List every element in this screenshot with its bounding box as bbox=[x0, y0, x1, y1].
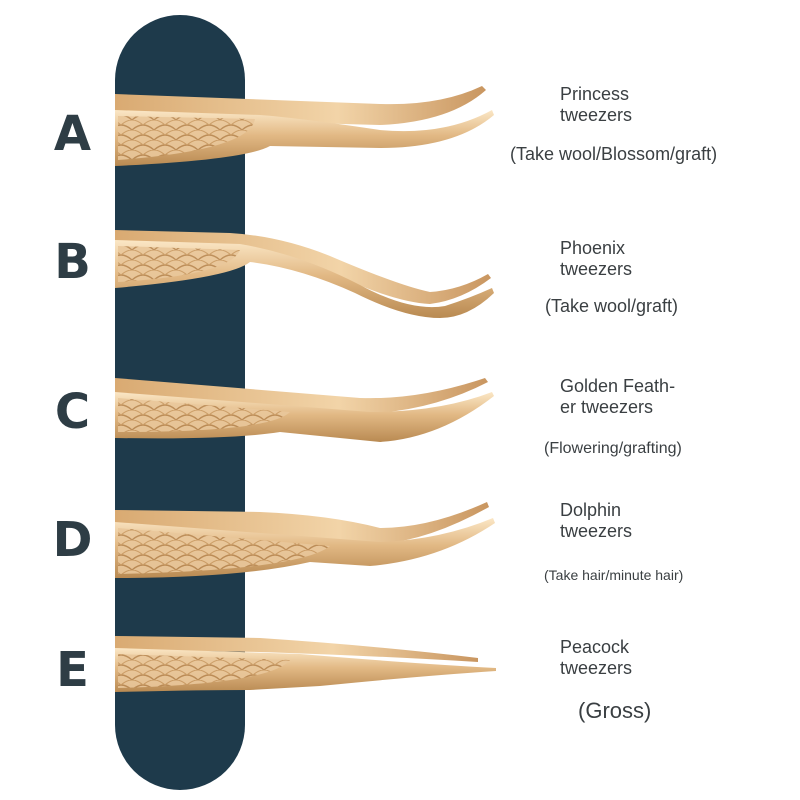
tweezer-d-name: Dolphin tweezers bbox=[560, 500, 633, 541]
letter-d: D bbox=[52, 512, 93, 568]
letter-a: A bbox=[53, 106, 92, 162]
letter-c: C bbox=[54, 384, 91, 440]
tweezer-c-name: Golden Feath- er tweezers bbox=[560, 376, 676, 417]
tweezer-a-use: (Take wool/Blossom/graft) bbox=[510, 144, 718, 164]
tweezer-d-use: (Take hair/minute hair) bbox=[544, 567, 684, 583]
letter-e: E bbox=[56, 642, 89, 698]
tweezer-c-use: (Flowering/grafting) bbox=[544, 440, 682, 457]
display-board bbox=[115, 15, 245, 790]
tweezer-b-use: (Take wool/graft) bbox=[545, 296, 679, 316]
tweezer-a-name: Princess tweezers bbox=[560, 84, 633, 125]
tweezer-e-name: Peacock tweezers bbox=[560, 637, 633, 678]
letter-b: B bbox=[54, 234, 91, 290]
tweezer-b-name: Phoenix tweezers bbox=[560, 238, 633, 279]
tweezer-e-use: (Gross) bbox=[578, 698, 652, 723]
